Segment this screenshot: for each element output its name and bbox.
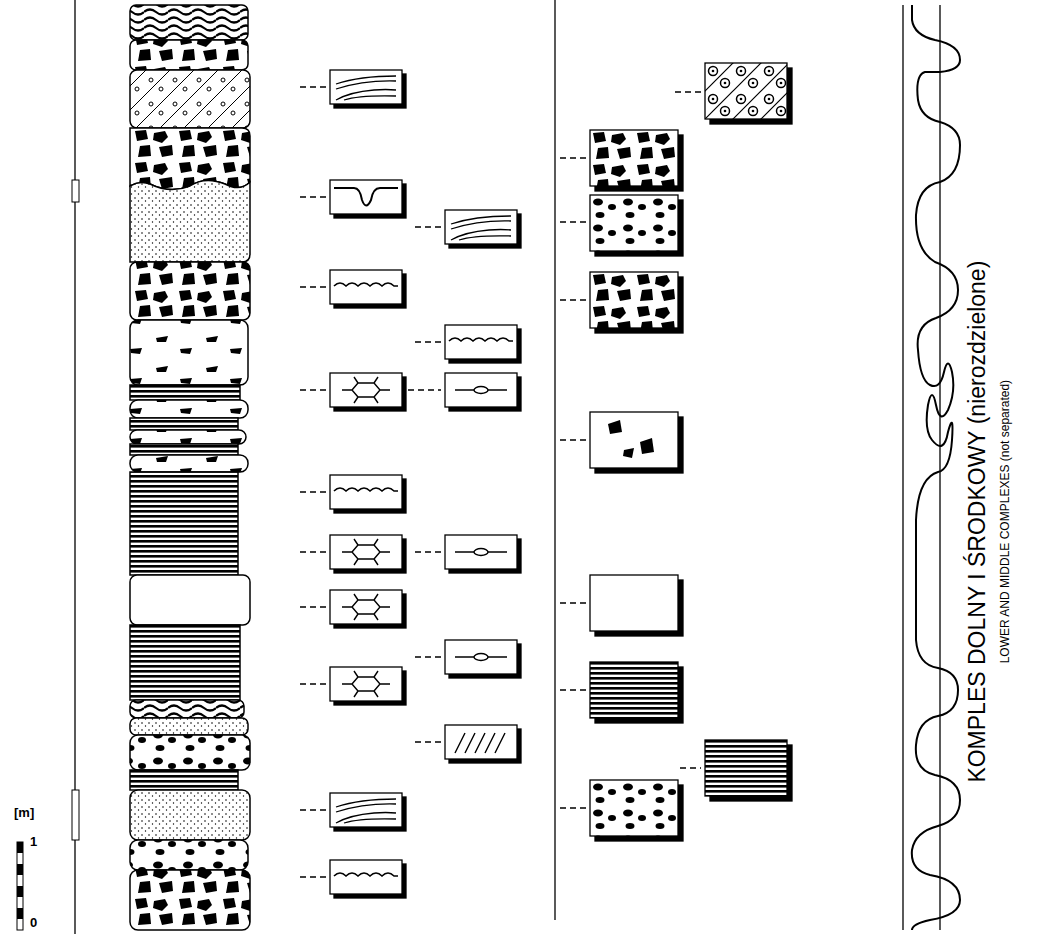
complex-subtitle: LOWER AND MIDDLE COMPLEXES (not separate… [999, 380, 1012, 663]
scale-unit: [m] [14, 806, 34, 820]
complex-title: KOMPLES DOLNY I ŚRODKOWY (nierozdzielone… [965, 261, 990, 783]
scale-value: 1 [30, 835, 37, 849]
scale-value: 0 [30, 916, 37, 930]
